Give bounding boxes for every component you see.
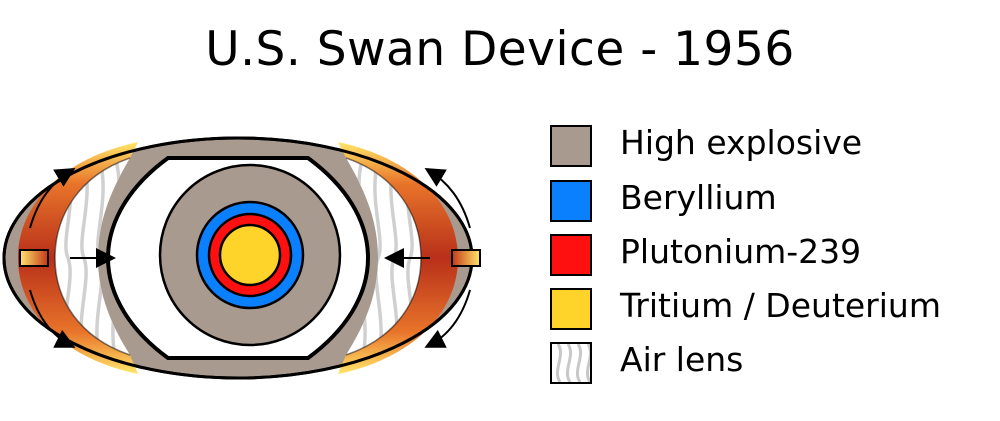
left-upper-curved-arrow	[29, 167, 76, 229]
legend-swatch-plutonium	[550, 234, 592, 276]
right-upper-curved-arrow	[424, 167, 471, 229]
page-title: U.S. Swan Device - 1956	[205, 22, 795, 77]
left-explosive-band	[18, 142, 138, 374]
air-lens-wave-icon	[555, 344, 590, 382]
legend-label: Beryllium	[620, 178, 777, 217]
legend-item-plutonium: Plutonium-239	[550, 232, 990, 280]
legend-item-high-explosive: High explosive	[550, 123, 990, 171]
right-explosive-band	[338, 142, 458, 374]
legend-swatch-tritium	[550, 288, 592, 330]
legend-label: High explosive	[620, 123, 863, 162]
legend-label: Plutonium-239	[620, 232, 862, 271]
legend-item-beryllium: Beryllium	[550, 178, 990, 226]
legend-swatch-beryllium	[550, 180, 592, 222]
right-lower-curved-arrow	[424, 289, 471, 348]
legend-swatch-high-explosive	[550, 125, 592, 167]
legend-swatch-air-lens	[550, 342, 592, 384]
legend-label: Air lens	[620, 340, 744, 379]
core-tritium	[218, 223, 282, 287]
legend-label: Tritium / Deuterium	[620, 286, 941, 325]
legend-item-tritium: Tritium / Deuterium	[550, 286, 990, 334]
right-detonator	[451, 249, 481, 267]
legend-item-air-lens: Air lens	[550, 340, 990, 388]
left-detonator	[19, 249, 49, 267]
left-lower-curved-arrow	[29, 289, 76, 348]
